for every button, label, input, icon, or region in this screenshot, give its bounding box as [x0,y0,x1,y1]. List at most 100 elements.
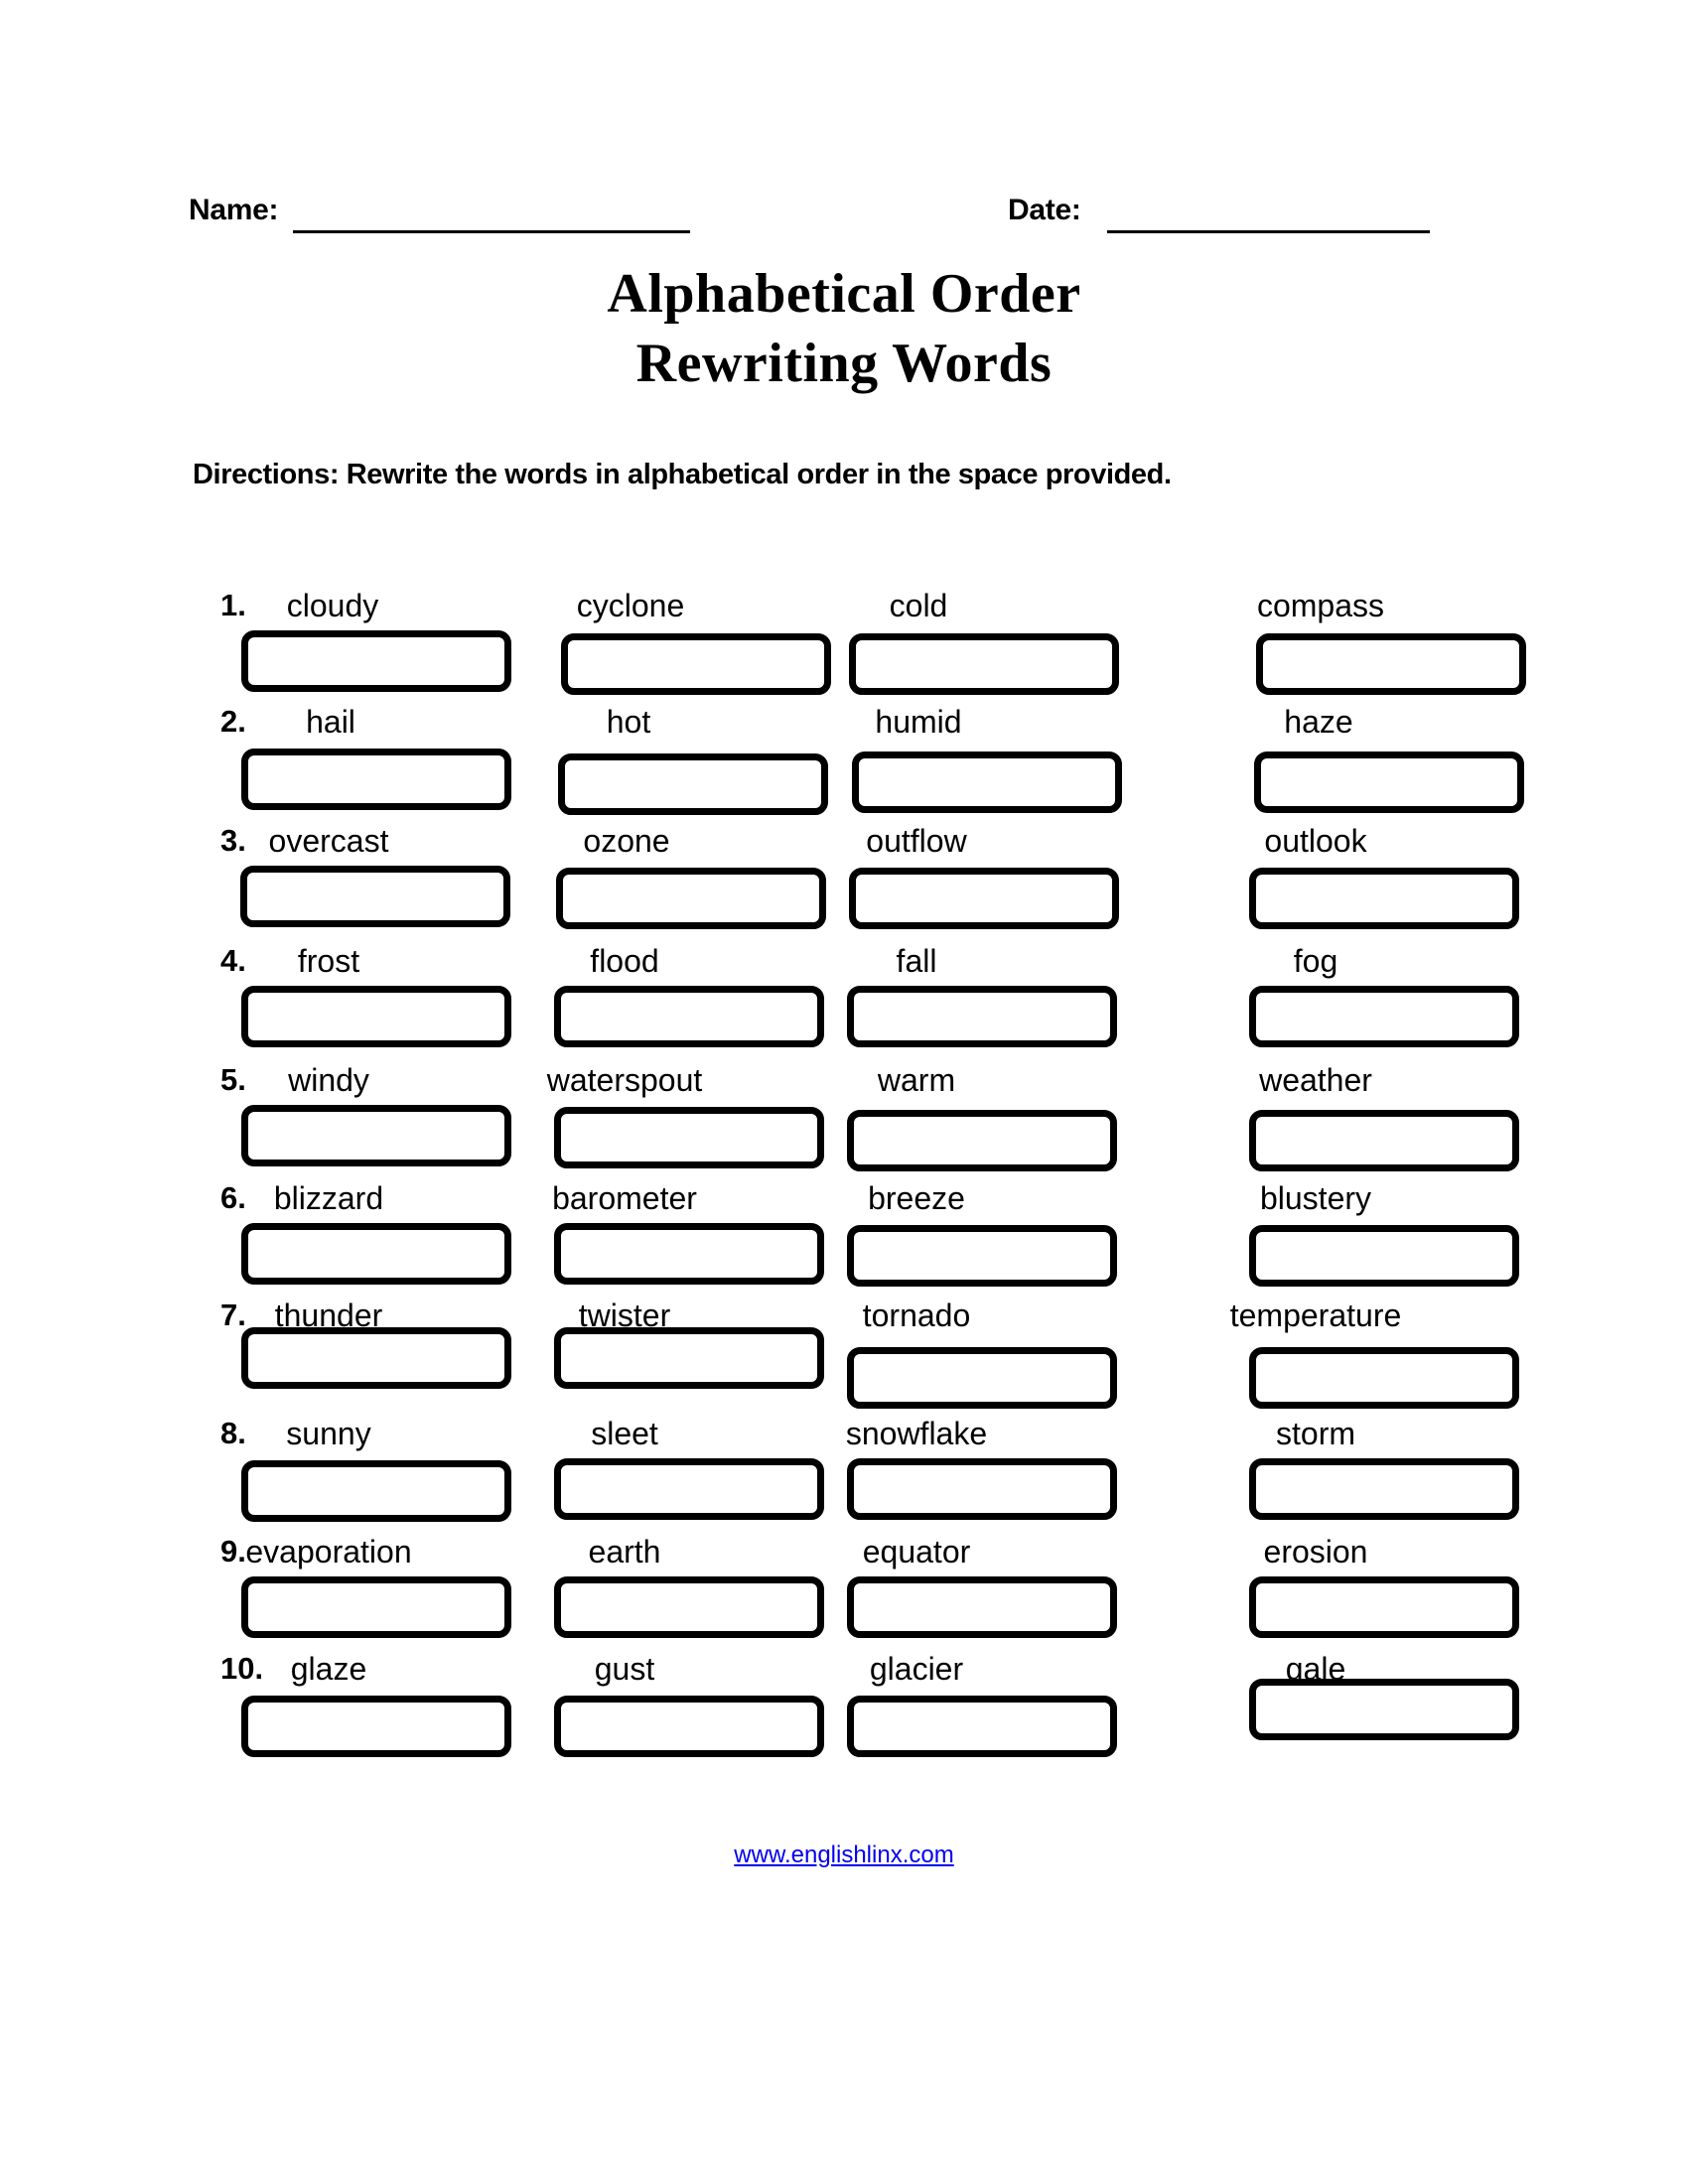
answer-box[interactable] [554,1576,824,1638]
answer-box[interactable] [241,1327,511,1389]
answer-box[interactable] [241,1460,511,1522]
row-number: 6. [220,1180,246,1215]
source-word: outlook [1264,823,1367,859]
source-word: erosion [1263,1534,1368,1570]
source-word: cyclone [576,588,685,623]
answer-box[interactable] [556,868,826,929]
answer-box[interactable] [1249,1458,1519,1520]
word-cell: snowflake [782,1414,1051,1529]
answer-box[interactable] [241,1223,511,1285]
answer-box[interactable] [241,1105,511,1166]
word-cell: outflow [782,821,1051,936]
word-cell: frost [195,941,463,1056]
word-cell: sleet [491,1414,759,1529]
answer-box[interactable] [847,1696,1117,1757]
word-cell: blustery [1182,1178,1450,1294]
row-number: 1. [220,588,246,622]
answer-box[interactable] [241,986,511,1047]
answer-box[interactable] [849,633,1119,695]
source-word: breeze [868,1180,965,1216]
answer-box[interactable] [561,633,831,695]
answer-box[interactable] [240,866,510,927]
answer-box[interactable] [1249,986,1519,1047]
word-cell: waterspout [491,1060,759,1175]
answer-box[interactable] [852,751,1122,813]
page-title-line-1: Alphabetical Order [607,263,1081,325]
word-cell: sunny [195,1414,463,1529]
englishlinx-link[interactable]: www.englishlinx.com [734,1842,954,1868]
answer-box[interactable] [241,630,511,692]
name-write-line[interactable] [293,230,690,233]
word-cell: hot [494,702,763,817]
word-cell: warm [782,1060,1051,1175]
answer-box[interactable] [1249,868,1519,929]
answer-box[interactable] [847,1347,1117,1409]
answer-box[interactable] [1249,1110,1519,1171]
source-word: overcast [268,823,389,859]
answer-box[interactable] [558,753,828,815]
word-cell: storm [1182,1414,1450,1529]
word-cell: outlook [1182,821,1450,936]
answer-box[interactable] [1256,633,1526,695]
word-cell: cold [784,586,1053,701]
word-cell: earth [491,1532,759,1647]
source-word: cloudy [286,588,379,623]
word-cell: overcast [195,821,463,936]
answer-box[interactable] [1249,1576,1519,1638]
answer-box[interactable] [1249,1225,1519,1287]
answer-box[interactable] [554,1327,824,1389]
word-cell: cloudy [199,586,467,701]
date-write-line[interactable] [1107,230,1430,233]
name-label: Name: [189,194,279,226]
source-word: hail [306,704,355,740]
source-word: fall [896,943,937,979]
source-word: fog [1293,943,1338,979]
source-word: waterspout [546,1062,703,1098]
answer-box[interactable] [1249,1347,1519,1409]
row-number: 4. [220,943,246,978]
answer-box[interactable] [847,1225,1117,1287]
source-word: sunny [286,1416,371,1451]
answer-box[interactable] [847,1110,1117,1171]
answer-box[interactable] [241,1696,511,1757]
source-word: equator [862,1534,971,1570]
answer-box[interactable] [1249,1679,1519,1740]
word-cell: ozone [492,821,761,936]
word-cell: blizzard [195,1178,463,1294]
answer-box[interactable] [847,1576,1117,1638]
word-cell: flood [491,941,759,1056]
answer-box[interactable] [241,1576,511,1638]
word-cell: humid [784,702,1053,817]
word-cell: equator [782,1532,1051,1647]
answer-box[interactable] [849,868,1119,929]
source-word: storm [1276,1416,1355,1451]
word-cell: fog [1182,941,1450,1056]
answer-box[interactable] [554,986,824,1047]
row-number: 7. [220,1297,246,1332]
answer-box[interactable] [847,986,1117,1047]
source-word: glaze [290,1651,367,1687]
source-word: glacier [869,1651,964,1687]
answer-box[interactable] [554,1458,824,1520]
source-word: cold [889,588,948,623]
answer-box[interactable] [554,1223,824,1285]
word-cell: windy [195,1060,463,1175]
source-word: temperature [1229,1297,1402,1333]
word-cell: temperature [1182,1296,1450,1411]
source-word: tornado [862,1297,971,1333]
answer-box[interactable] [847,1458,1117,1520]
source-word: humid [875,704,962,740]
answer-box[interactable] [554,1696,824,1757]
answer-box[interactable] [554,1107,824,1168]
answer-box[interactable] [241,749,511,810]
word-cell: hail [197,702,465,817]
answer-box[interactable] [1254,751,1524,813]
source-word: windy [288,1062,369,1098]
